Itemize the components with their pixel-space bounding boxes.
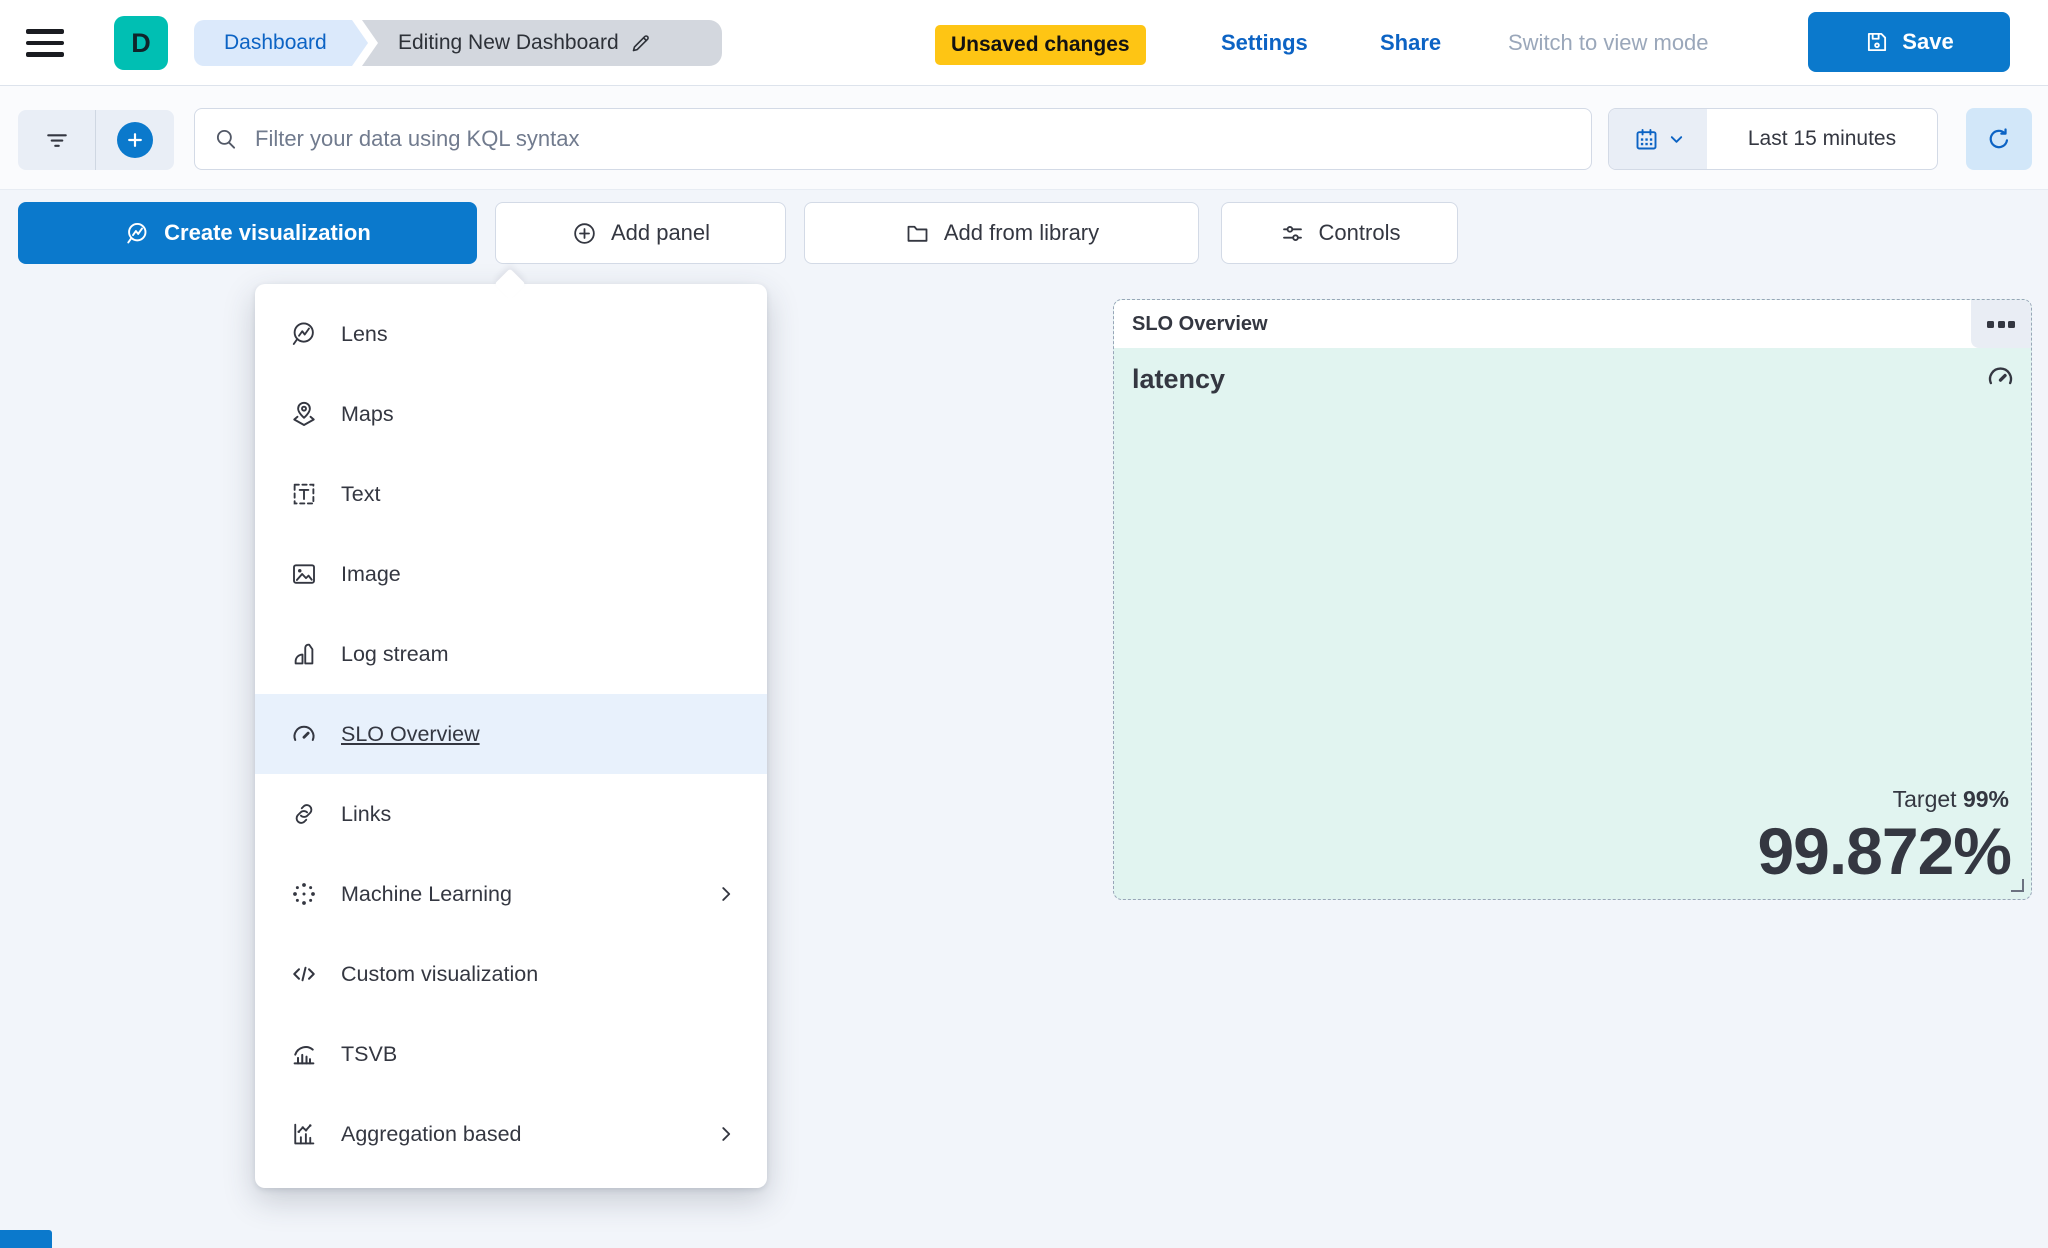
menu-item-label: Text — [341, 481, 381, 506]
menu-item-label: TSVB — [341, 1041, 398, 1066]
lens-icon — [124, 220, 151, 247]
create-visualization-button[interactable]: Create visualization — [18, 202, 477, 264]
add-from-library-label: Add from library — [943, 220, 1100, 245]
slo-target: Target 99% — [1893, 786, 2009, 813]
add-panel-button[interactable]: Add panel — [495, 202, 786, 264]
breadcrumb-dashboard-label: Dashboard — [224, 31, 327, 54]
text-icon — [289, 479, 319, 509]
slo-name: latency — [1132, 364, 1226, 394]
edit-pencil-icon — [629, 31, 653, 55]
menu-item-maps[interactable]: Maps — [255, 374, 767, 454]
space-avatar[interactable]: D — [114, 16, 168, 70]
new-panel-placeholder — [0, 1230, 52, 1248]
panel-options-button[interactable] — [1971, 300, 2031, 348]
breadcrumb-dashboard[interactable]: Dashboard — [194, 20, 368, 66]
add-filter-button[interactable] — [96, 110, 174, 170]
menu-item-label: SLO Overview — [341, 721, 480, 746]
menu-item-label: Machine Learning — [341, 881, 512, 906]
lens-icon — [289, 319, 319, 349]
unsaved-changes-badge: Unsaved changes — [935, 25, 1146, 65]
dashboard-toolbar: Create visualization Add panel Add from … — [0, 190, 2048, 274]
log-stream-icon — [289, 639, 319, 669]
save-button[interactable]: Save — [1808, 12, 2010, 72]
menu-item-label: Image — [341, 561, 401, 586]
share-link[interactable]: Share — [1380, 30, 1442, 55]
panel-title: SLO Overview — [1132, 312, 1268, 335]
create-visualization-label: Create visualization — [164, 220, 371, 245]
menu-item-image[interactable]: Image — [255, 534, 767, 614]
image-icon — [289, 559, 319, 589]
plus-in-circle-icon — [571, 220, 598, 247]
gauge-icon — [289, 719, 319, 749]
time-picker: Last 15 minutes — [1608, 108, 1938, 170]
menu-item-custom-visualization[interactable]: Custom visualization — [255, 934, 767, 1014]
filter-button-group — [18, 110, 174, 170]
save-button-label: Save — [1902, 29, 1954, 54]
save-floppy-icon — [1864, 29, 1890, 55]
kql-search-box — [194, 108, 1592, 170]
calendar-icon — [1633, 126, 1660, 153]
tsvb-icon — [289, 1039, 319, 1069]
gauge-icon — [1984, 360, 2017, 393]
slo-target-label: Target — [1892, 786, 1957, 812]
menu-hamburger-button[interactable] — [26, 24, 70, 62]
menu-item-label: Custom visualization — [341, 961, 539, 986]
slo-overview-panel: SLO Overview latency Target 99% 99.872% — [1113, 299, 2032, 900]
query-filter-bar: Last 15 minutes — [0, 86, 2048, 190]
aggregation-icon — [289, 1119, 319, 1149]
filter-icon — [43, 126, 71, 154]
menu-item-slo-overview[interactable]: SLO Overview — [255, 694, 767, 774]
add-panel-menu: Lens Maps Text — [255, 284, 767, 1188]
add-from-library-button[interactable]: Add from library — [804, 202, 1199, 264]
kql-query-input[interactable] — [255, 126, 1573, 152]
plus-circle-icon — [117, 122, 153, 158]
search-icon — [213, 126, 239, 152]
panel-resize-handle[interactable] — [2011, 879, 2024, 892]
settings-link[interactable]: Settings — [1221, 30, 1308, 55]
folder-icon — [904, 220, 931, 247]
refresh-icon — [1985, 125, 2013, 153]
code-icon — [289, 959, 319, 989]
switch-view-mode-link[interactable]: Switch to view mode — [1508, 30, 1709, 55]
date-quick-select-button[interactable] — [1609, 109, 1707, 169]
menu-item-label: Log stream — [341, 641, 449, 666]
link-icon — [289, 799, 319, 829]
menu-item-machine-learning[interactable]: Machine Learning — [255, 854, 767, 934]
maps-icon — [289, 399, 319, 429]
saved-filters-button[interactable] — [18, 110, 96, 170]
menu-item-label: Maps — [341, 401, 394, 426]
panel-header[interactable]: SLO Overview — [1114, 300, 2031, 348]
menu-item-lens[interactable]: Lens — [255, 294, 767, 374]
refresh-button[interactable] — [1966, 108, 2032, 170]
menu-item-text[interactable]: Text — [255, 454, 767, 534]
menu-item-label: Lens — [341, 321, 388, 346]
time-range-button[interactable]: Last 15 minutes — [1747, 127, 1897, 150]
menu-item-label: Aggregation based — [341, 1121, 522, 1146]
add-panel-label: Add panel — [610, 220, 711, 245]
menu-item-aggregation-based[interactable]: Aggregation based — [255, 1094, 767, 1174]
sliders-icon — [1279, 220, 1306, 247]
slo-sli-value: 99.872% — [1757, 814, 2012, 888]
breadcrumb-current-label: Editing New Dashboard — [398, 31, 619, 54]
menu-item-log-stream[interactable]: Log stream — [255, 614, 767, 694]
chevron-right-icon — [715, 883, 737, 905]
boxes-horizontal-icon — [1987, 320, 1994, 328]
menu-item-links[interactable]: Links — [255, 774, 767, 854]
breadcrumb-current[interactable]: Editing New Dashboard — [362, 20, 722, 66]
menu-item-tsvb[interactable]: TSVB — [255, 1014, 767, 1094]
chevron-right-icon — [715, 1123, 737, 1145]
chevron-down-icon — [1669, 132, 1684, 147]
machine-learning-icon — [289, 879, 319, 909]
controls-label: Controls — [1318, 220, 1401, 245]
slo-target-value: 99% — [1962, 786, 2009, 812]
menu-item-label: Links — [341, 801, 392, 826]
top-bar: D Dashboard Editing New Dashboard Unsave… — [0, 0, 2048, 86]
controls-button[interactable]: Controls — [1221, 202, 1458, 264]
